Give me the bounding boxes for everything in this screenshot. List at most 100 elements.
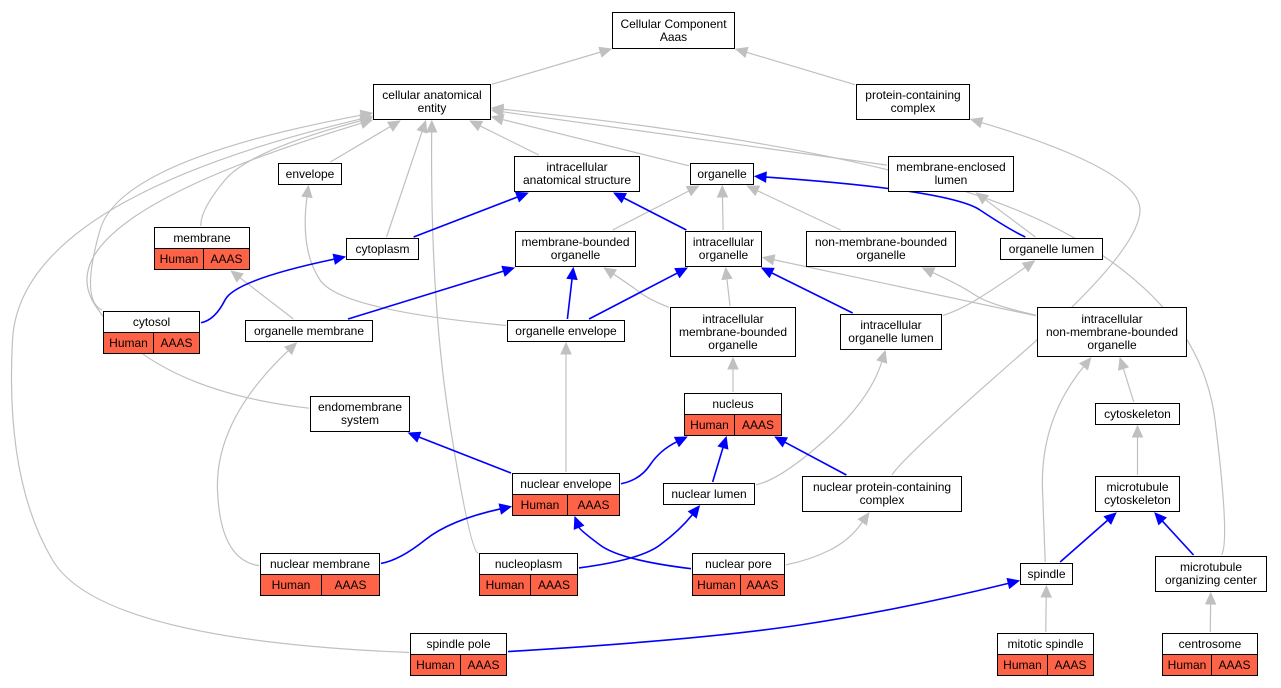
node-label: intracellular organelle lumen — [848, 318, 934, 345]
annotation-row: Human AAAS — [998, 654, 1093, 675]
organism-cell: Human — [155, 249, 204, 269]
arrowhead-icon — [490, 103, 505, 116]
arrowhead-icon — [359, 113, 374, 125]
node-cyto[interactable]: cytoplasm — [346, 238, 419, 260]
node-mbo[interactable]: membrane-bounded organelle — [515, 231, 636, 267]
edge-is-a — [502, 111, 888, 166]
arrowhead-icon — [1154, 512, 1167, 526]
node-label: spindle — [1027, 566, 1066, 581]
node-mel[interactable]: membrane-enclosed lumen — [888, 156, 1014, 192]
node-imbo[interactable]: intracellular membrane-bounded organelle — [670, 307, 796, 357]
arrowhead-icon — [760, 267, 775, 279]
edge-is-a — [86, 122, 362, 409]
edge-is-a — [1122, 368, 1135, 403]
node-mtoc[interactable]: microtubule organizing center — [1155, 556, 1267, 592]
edge-part-of — [623, 197, 687, 231]
edge-part-of — [711, 447, 724, 483]
arrowhead-icon — [674, 267, 689, 279]
edge-part-of — [1161, 520, 1195, 556]
edge-is-a — [304, 196, 507, 327]
organism-cell: Human — [513, 495, 568, 515]
arrowhead-icon — [603, 267, 618, 280]
gene-cell: AAAS — [334, 577, 367, 592]
arrowhead-icon — [230, 270, 244, 283]
arrowhead-icon — [598, 46, 613, 58]
arrowhead-icon — [560, 341, 572, 355]
arrowhead-icon — [425, 119, 438, 133]
node-csk[interactable]: cytoskeleton — [1095, 403, 1180, 425]
node-label: intracellular non-membrane-bounded organ… — [1045, 311, 1179, 352]
arrowhead-icon — [386, 120, 401, 132]
node-io[interactable]: intracellular organelle — [685, 231, 762, 267]
node-label: protein-containing complex — [865, 88, 961, 115]
node-omem[interactable]: organelle membrane — [245, 320, 373, 342]
node-label: endomembrane system — [317, 400, 403, 427]
node-cc[interactable]: Cellular Component Aaas — [612, 12, 735, 49]
edge-part-of — [380, 508, 501, 565]
node-cae[interactable]: cellular anatomical entity — [373, 84, 491, 120]
node-mtc[interactable]: microtubule cytoskeleton — [1095, 476, 1180, 512]
organism-cell: Human — [104, 333, 154, 353]
edge-is-a — [932, 272, 1037, 316]
node-label: membrane-enclosed lumen — [896, 160, 1006, 187]
node-spindle[interactable]: spindle — [1020, 563, 1073, 585]
organism-cell: Human — [998, 655, 1048, 675]
node-label: organelle envelope — [515, 323, 617, 338]
node-npc[interactable]: nuclear protein-containing complex — [802, 476, 962, 512]
edge-is-a — [726, 278, 731, 307]
edge-is-a — [89, 114, 362, 311]
edge-part-of — [413, 196, 518, 238]
node-label: nuclear lumen — [671, 486, 747, 501]
node-org[interactable]: organelle — [690, 163, 754, 185]
node-label: spindle pole — [426, 636, 491, 651]
node-nlum[interactable]: nuclear lumen — [663, 483, 755, 505]
arrowhead-icon — [673, 436, 688, 448]
arrowhead-icon — [490, 114, 505, 126]
edge-part-of — [347, 270, 504, 320]
node-ias[interactable]: intracellular anatomical structure — [514, 156, 640, 192]
edge-is-a — [785, 521, 863, 566]
node-label: nucleus — [712, 396, 754, 411]
arrowhead-icon — [717, 435, 729, 450]
node-label: nuclear membrane — [269, 556, 371, 571]
node-oenv[interactable]: organelle envelope — [507, 320, 625, 342]
arrowhead-icon — [613, 192, 627, 204]
node-label: mitotic spindle — [1007, 636, 1084, 651]
arrowhead-icon — [514, 191, 529, 203]
node-env[interactable]: envelope — [278, 163, 342, 185]
arrowhead-icon — [501, 265, 516, 277]
arrowhead-icon — [685, 185, 700, 197]
node-inmbo[interactable]: intracellular non-membrane-bounded organ… — [1037, 307, 1187, 357]
node-nmbo[interactable]: non-membrane-bounded organelle — [806, 231, 956, 267]
gene-cell: AAAS — [210, 251, 243, 266]
node-label: cellular anatomical entity — [382, 88, 482, 115]
node-pcc[interactable]: protein-containing complex — [856, 84, 970, 120]
gene-cell: AAAS — [537, 577, 570, 592]
node-label: envelope — [285, 166, 335, 181]
node-endo[interactable]: endomembrane system — [310, 396, 410, 432]
node-olum[interactable]: organelle lumen — [1000, 238, 1103, 260]
node-label: cytoplasm — [355, 241, 410, 256]
arrowhead-icon — [876, 349, 888, 364]
organism-cell: Human — [693, 575, 741, 595]
gene-cell: AAAS — [1054, 657, 1087, 672]
gene-cell: AAAS — [741, 417, 774, 432]
gene-cell: AAAS — [577, 497, 610, 512]
node-iol[interactable]: intracellular organelle lumen — [840, 314, 942, 350]
arrowhead-icon — [1131, 424, 1144, 438]
